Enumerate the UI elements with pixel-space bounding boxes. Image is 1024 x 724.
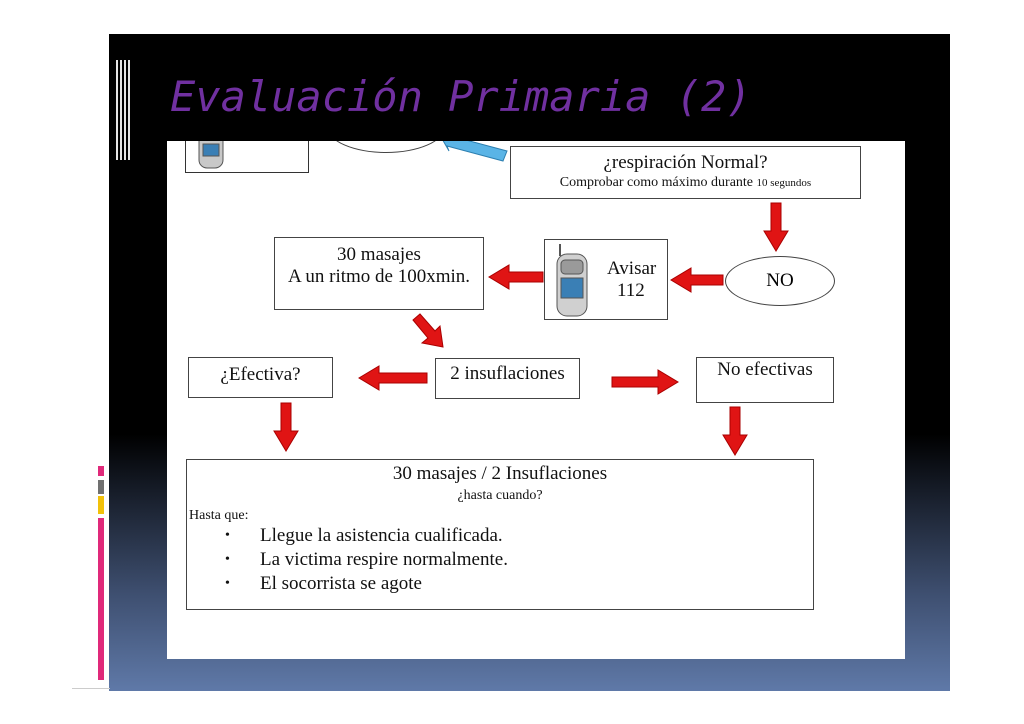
massages-line2: A un ritmo de 100xmin. [287,266,471,287]
arrow-effective-down [273,402,299,452]
conditions-list: Llegue la asistencia cualificada. La vic… [225,524,508,596]
footer-line [72,688,110,689]
until-label: Hasta que: [189,508,249,523]
insufflations-box: 2 insuflaciones [435,358,580,399]
arrow-massages-to-insufflations [412,313,444,348]
arrow-down-to-no [763,202,789,252]
no-label: NO [766,270,794,291]
arrow-to-not-effective [611,369,679,395]
respiration-box: ¿respiración Normal? Comprobar como máxi… [510,146,861,199]
no-node: NO [725,256,835,306]
cycle-title: 30 masajes / 2 Insuflaciones [392,463,608,484]
not-effective-label: No efectivas [717,359,813,380]
notify-line2: 112 [617,280,645,301]
side-accent-yellow [98,496,104,514]
notify-line1: Avisar [607,258,657,279]
side-accent-magenta-top [98,466,104,476]
insufflations-label: 2 insuflaciones [450,363,565,384]
side-accent-gray [98,480,104,494]
massages-line1: 30 masajes [337,244,421,265]
effective-box: ¿Efectiva? [188,357,333,398]
side-accent-magenta [98,518,104,680]
effective-label: ¿Efectiva? [220,364,301,385]
not-effective-box: No efectivas [696,357,834,403]
cycle-box: 30 masajes / 2 Insuflaciones ¿hasta cuan… [186,459,814,610]
arrow-no-to-notify [670,267,724,293]
respiration-note-time: 10 segundos [756,177,812,189]
slide-title: Evaluación Primaria (2) [170,72,752,121]
massages-box: 30 masajes A un ritmo de 100xmin. [274,237,484,310]
respiration-question: ¿respiración Normal? [603,152,768,173]
top-ellipse [327,141,445,153]
notify-box: Avisar 112 [544,239,668,320]
mobile-phone-icon [556,244,588,317]
arrow-notify-to-massages [488,264,544,290]
blue-arrow [442,141,508,162]
arrow-to-effective [358,365,428,391]
cycle-subtitle: ¿hasta cuando? [457,488,543,503]
respiration-note-text: Comprobar como máximo durante [559,175,757,190]
condition-item: El socorrista se agote [225,572,508,596]
arrow-not-effective-down [722,406,748,456]
respiration-note: Comprobar como máximo durante 10 segundo… [511,174,860,192]
flowchart-panel: 112 ¿respiración Normal? Comprobar como … [167,141,905,659]
condition-item: Llegue la asistencia cualificada. [225,524,508,548]
top-left-call-box: 112 [185,141,309,173]
condition-item: La victima respire normalmente. [225,548,508,572]
title-decoration [116,60,130,160]
phone-icon [198,141,224,169]
